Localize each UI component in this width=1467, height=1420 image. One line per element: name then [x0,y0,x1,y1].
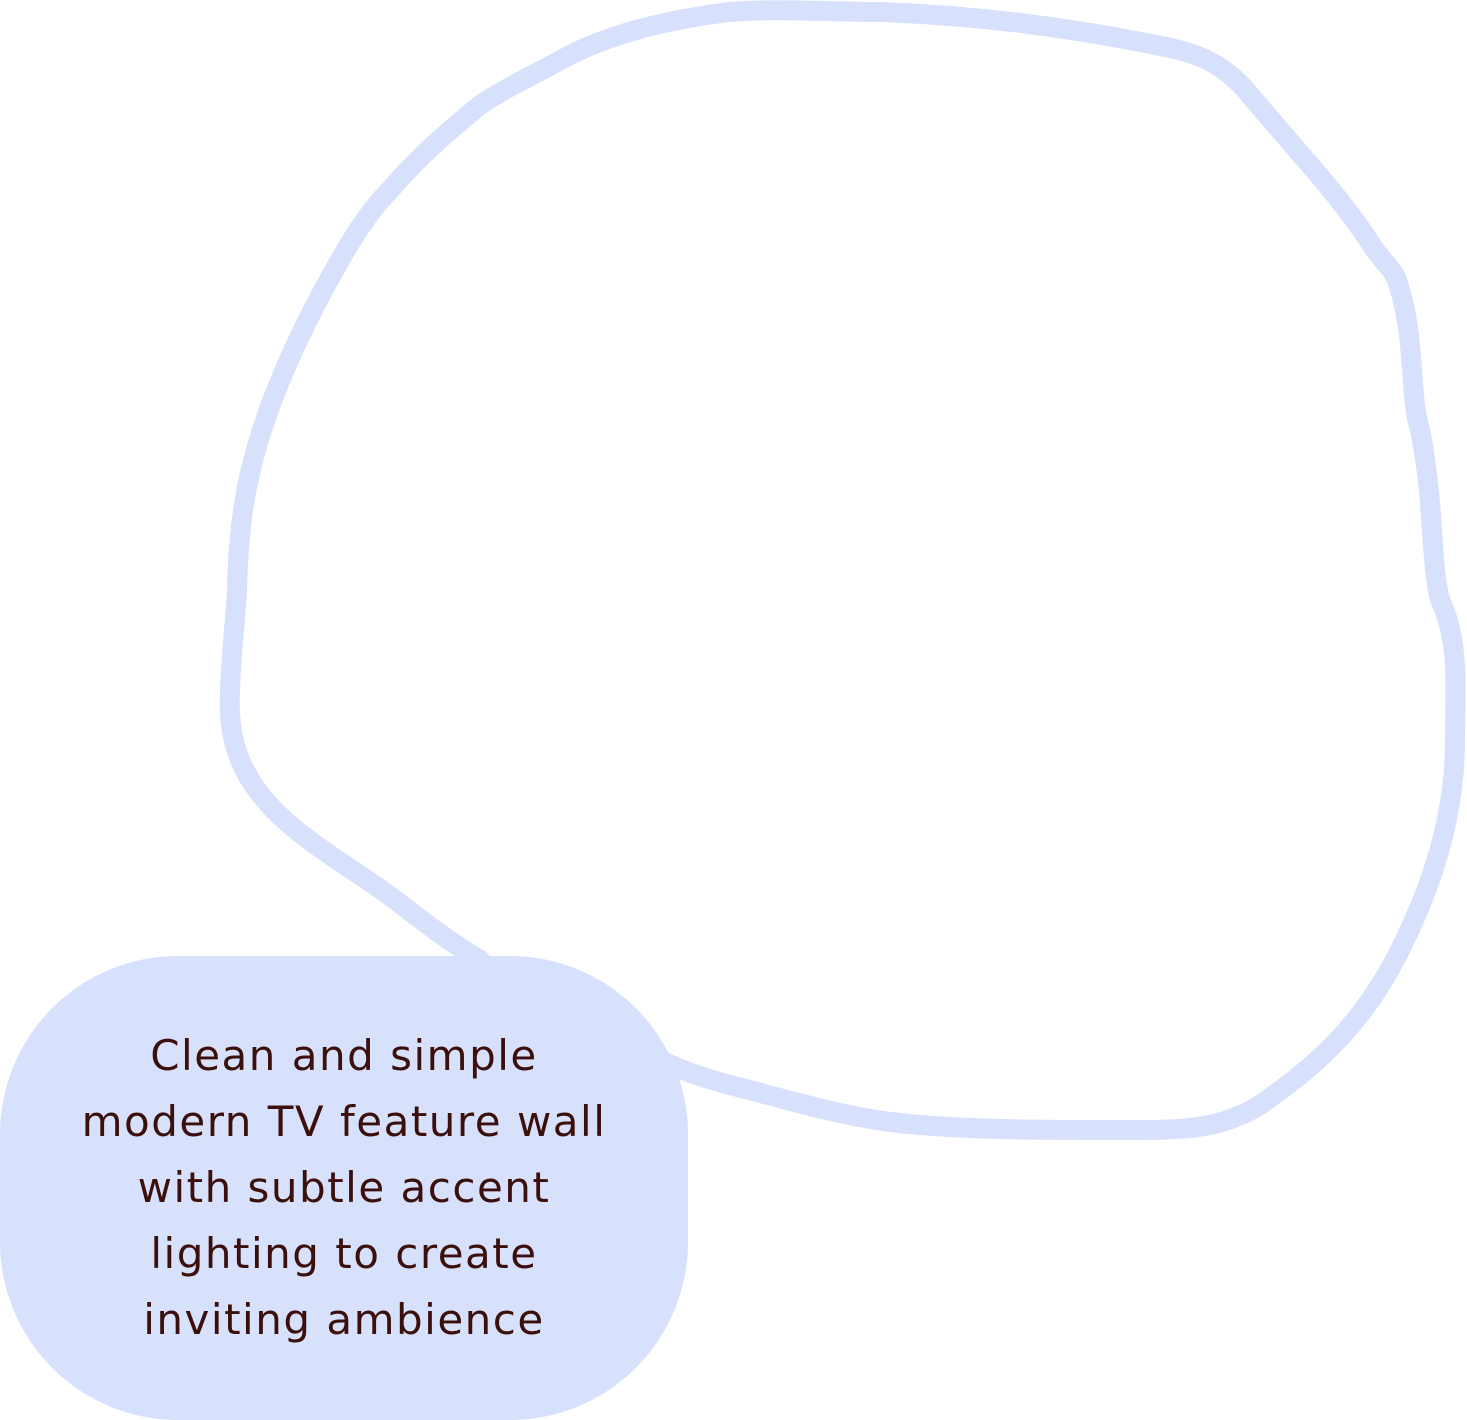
circle-outline-stroke [219,0,1466,1140]
callout-text: Clean and simple modern TV feature wall … [81,1031,607,1344]
callout-bubble: Clean and simple modern TV feature wall … [0,956,688,1420]
